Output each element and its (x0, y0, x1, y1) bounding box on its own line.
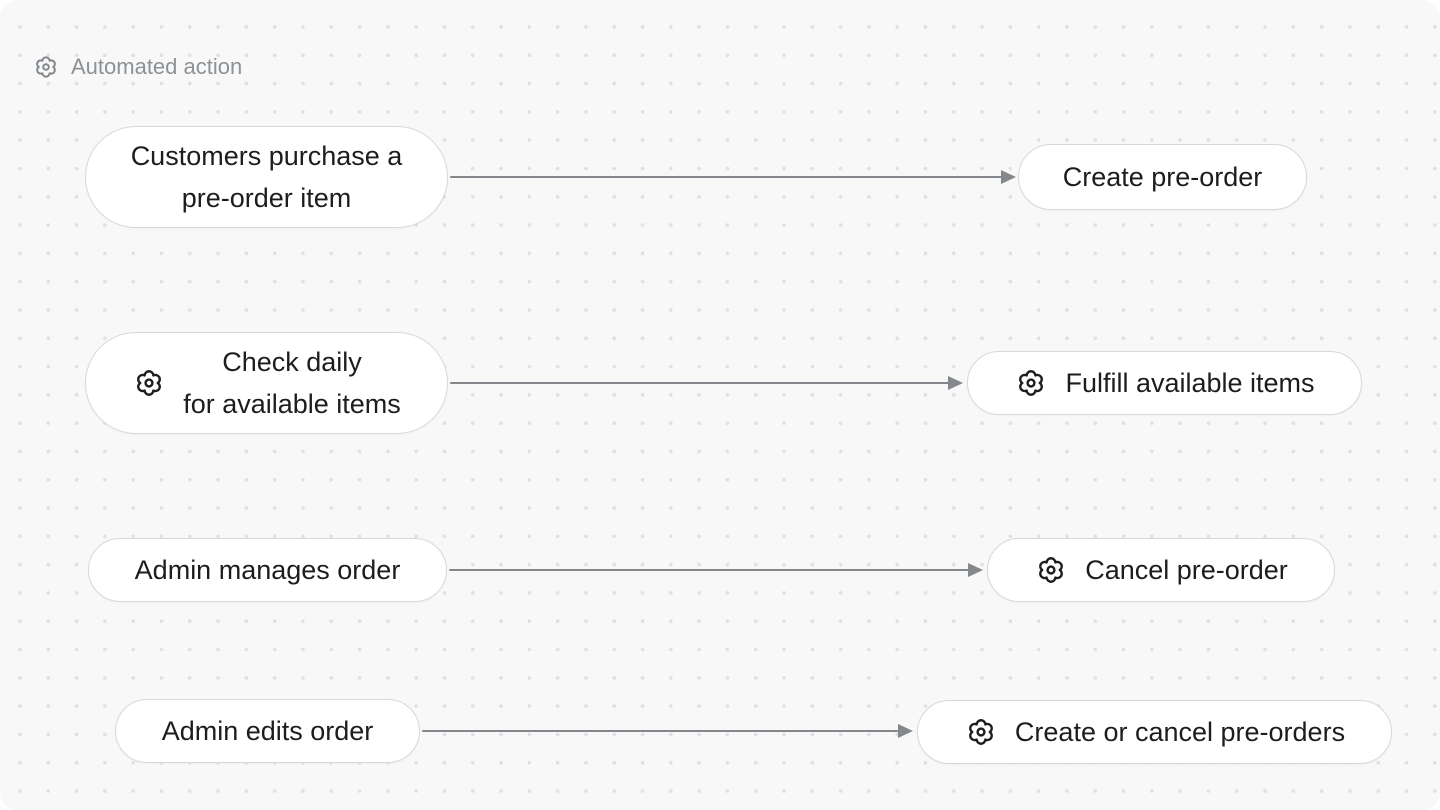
arrow-shaft (450, 175, 1004, 179)
arrowhead-icon (968, 563, 983, 577)
gear-icon (32, 53, 60, 81)
arrow-shaft (422, 729, 901, 733)
action-node[interactable]: Create or cancel pre-orders (917, 700, 1392, 764)
action-node[interactable]: Create pre-order (1018, 144, 1307, 210)
trigger-label: Check daily for available items (183, 347, 401, 419)
trigger-label: Admin manages order (134, 555, 401, 585)
arrowhead-icon (948, 376, 963, 390)
action-node[interactable]: Cancel pre-order (987, 538, 1335, 602)
legend: Automated action (32, 53, 242, 81)
trigger-label: Admin edits order (161, 716, 374, 746)
gear-icon (1034, 553, 1068, 587)
action-label: Cancel pre-order (1085, 555, 1288, 585)
arrowhead-icon (898, 724, 913, 738)
trigger-node[interactable]: Check daily for available items (85, 332, 448, 434)
trigger-node[interactable]: Admin edits order (115, 699, 420, 763)
trigger-node[interactable]: Customers purchase a pre-order item (85, 126, 448, 228)
gear-icon (964, 715, 998, 749)
trigger-label: Customers purchase a pre-order item (130, 141, 403, 213)
arrow-shaft (449, 568, 971, 572)
action-label: Create or cancel pre-orders (1014, 717, 1346, 747)
arrowhead-icon (1001, 170, 1016, 184)
action-label: Create pre-order (1062, 162, 1263, 192)
trigger-node[interactable]: Admin manages order (88, 538, 447, 602)
gear-icon (1014, 366, 1048, 400)
action-label: Fulfill available items (1065, 368, 1315, 398)
action-node[interactable]: Fulfill available items (967, 351, 1362, 415)
arrow-shaft (450, 381, 951, 385)
legend-label: Automated action (71, 54, 243, 79)
gear-icon (132, 366, 166, 400)
